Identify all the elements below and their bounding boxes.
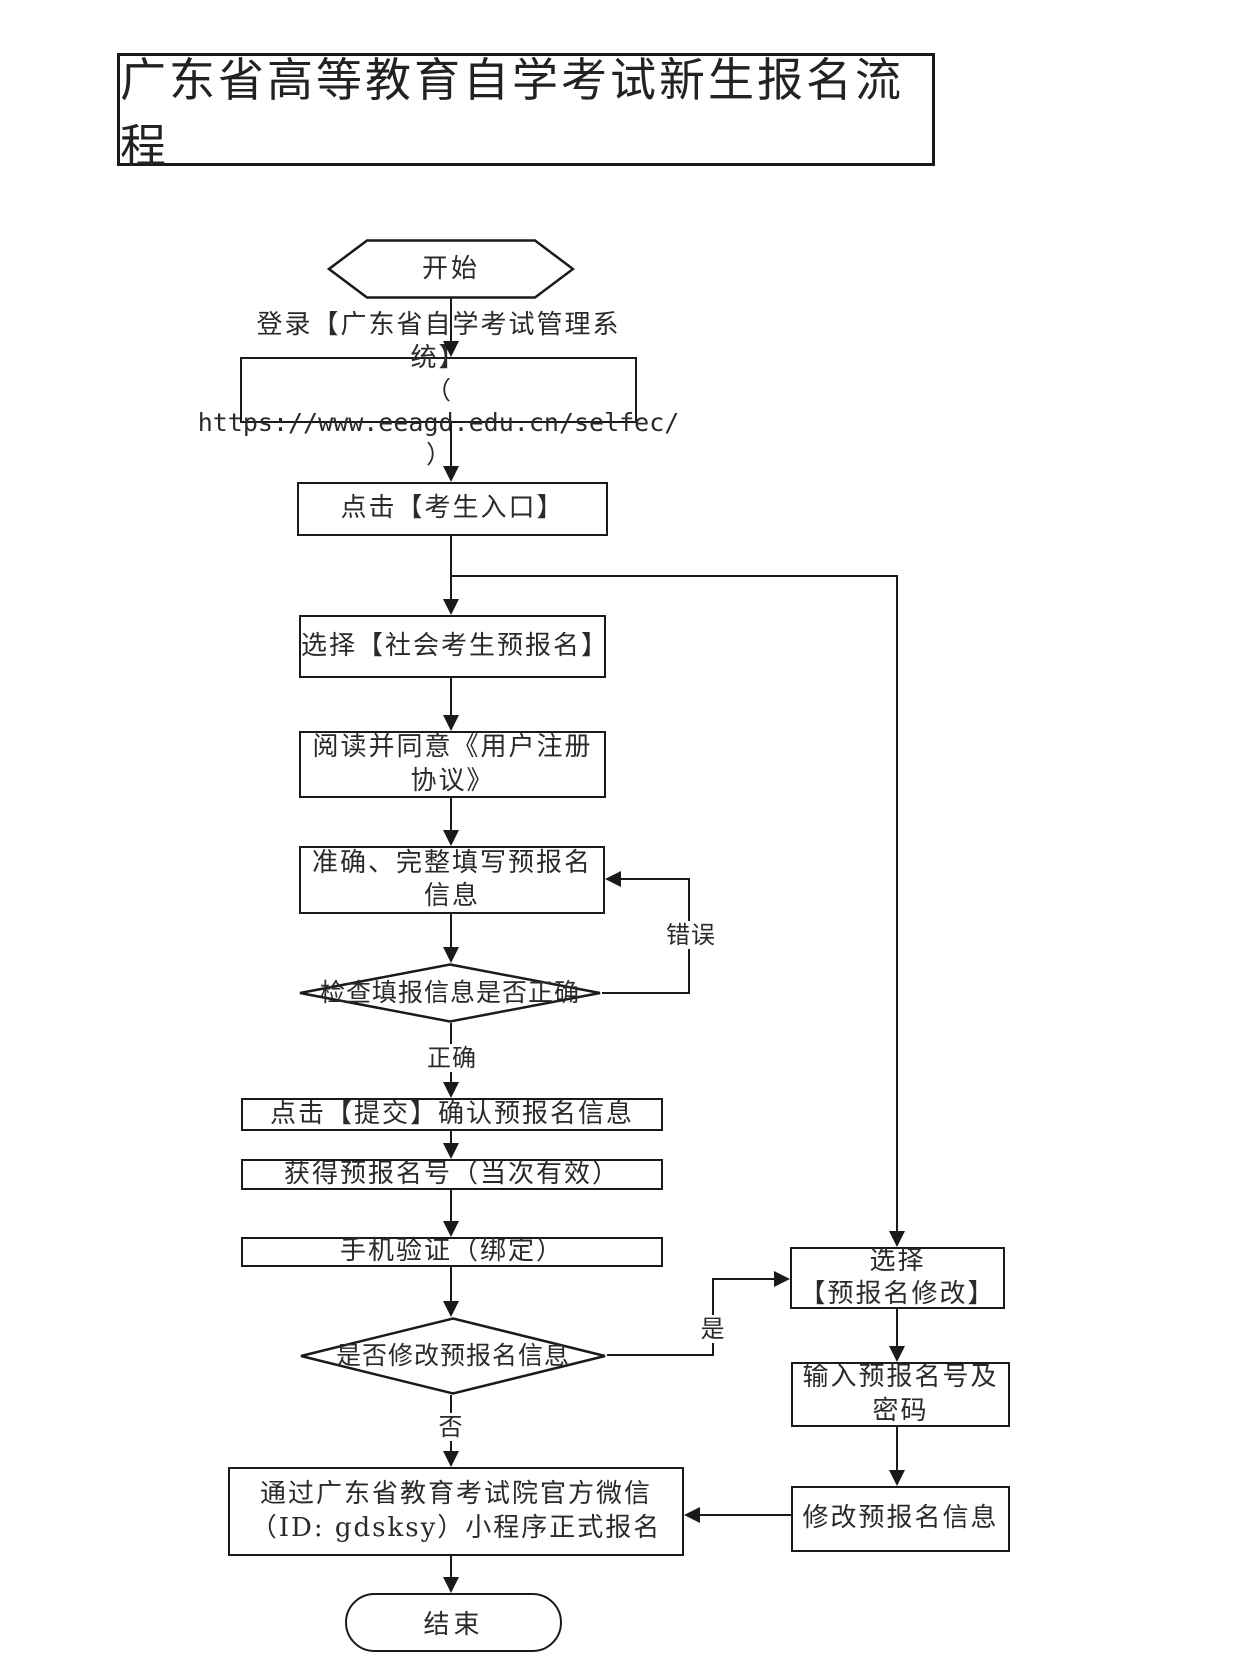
diagram-title-box: 广东省高等教育自学考试新生报名流程 [117,53,935,173]
wechat-line2: （ID: gdsksy）小程序正式报名 [250,1512,662,1543]
modify-decision-label: 是否修改预报名信息 [335,1341,570,1371]
connector-branch-horizontal [451,575,898,577]
input-credentials-line2: 密码 [872,1395,929,1426]
edge-label-error: 错误 [662,921,720,949]
arrowhead-end [443,1577,459,1593]
arrowhead-error-return [605,871,621,887]
arrowhead-fill [443,830,459,846]
choose-social-box: 选择【社会考生预报名】 [299,615,610,678]
diagram-title: 广东省高等教育自学考试新生报名流程 [120,52,904,173]
fill-info-label: 准确、完整填写预报名信息 [311,847,592,911]
diamond-shape [299,963,601,1023]
modify-info-box: 修改预报名信息 [791,1486,1010,1552]
start-label: 开始 [421,253,480,284]
choose-social-label: 选择【社会考生预报名】 [301,630,610,661]
edge-label-correct: 正确 [423,1044,481,1072]
agreement-box: 阅读并同意《用户注册协议》 [299,731,606,798]
hexagon-shape [327,239,575,299]
login-url: （ https://www.eeagd.edu.cn/selfec/ ） [197,376,680,470]
arrowhead-modifyinfo [889,1470,905,1486]
check-decision: 检查填报信息是否正确 [298,963,602,1023]
phone-box: 手机验证（绑定） [241,1236,663,1267]
choose-modify-line1: 选择 [869,1245,926,1276]
connector-login-entry [450,423,452,466]
input-credentials-line1: 输入预报名号及 [802,1362,999,1393]
arrowhead-modifyq [443,1301,459,1317]
connector-agreement-fill [450,798,452,830]
login-box: 登录【广东省自学考试管理系统】 （ https://www.eeagd.edu.… [198,310,680,470]
phone-label: 手机验证（绑定） [339,1236,564,1267]
arrowhead-number [443,1143,459,1159]
entry-box: 点击【考生入口】 [297,482,608,536]
connector-branch-vertical [896,575,898,1231]
connector-phone-modifyq [450,1267,452,1301]
connector-choose-agreement [450,678,452,715]
arrowhead-choose-modify [889,1231,905,1247]
end-label: 结束 [423,1610,484,1640]
number-box: 获得预报名号（当次有效） [241,1159,663,1190]
connector-choosemodify-input [896,1309,898,1346]
connector-yes-top [713,1278,774,1280]
arrowhead-login [443,341,459,357]
start-node: 开始 [327,239,575,299]
choose-modify-line2: 【预报名修改】 [799,1279,996,1309]
number-label: 获得预报名号（当次有效） [283,1158,620,1189]
modify-decision: 是否修改预报名信息 [299,1317,607,1395]
connector-input-modifyinfo [896,1427,898,1470]
edge-label-yes: 是 [696,1315,730,1343]
connector-error-top [621,878,690,880]
submit-box: 点击【提交】确认预报名信息 [241,1098,663,1131]
submit-label: 点击【提交】确认预报名信息 [269,1098,634,1129]
arrowhead-wechat [443,1451,459,1467]
diamond-shape [300,1317,606,1395]
entry-label: 点击【考生入口】 [340,493,565,524]
modify-info-label: 修改预报名信息 [802,1503,999,1534]
connector-fill-check [450,914,452,947]
arrowhead-agreement [443,715,459,731]
connector-modifyinfo-wechat [700,1514,791,1516]
end-node: 结束 [345,1593,562,1652]
wechat-line1: 通过广东省教育考试院官方微信 [259,1479,652,1510]
check-decision-label: 检查填报信息是否正确 [319,978,580,1008]
fill-info-box: 准确、完整填写预报名信息 [299,846,605,914]
wechat-box: 通过广东省教育考试院官方微信 （ID: gdsksy）小程序正式报名 [228,1467,684,1556]
arrowhead-input [889,1346,905,1362]
connector-number-phone [450,1190,452,1221]
arrowhead-wechat-return [684,1507,700,1523]
arrowhead-choose [443,599,459,615]
connector-start-login [450,298,452,341]
connector-error-bottom [602,992,690,994]
arrowhead-submit [443,1082,459,1098]
connector-submit-number [450,1131,452,1143]
connector-entry-choose [450,536,452,599]
login-line1: 登录【广东省自学考试管理系统】 [256,309,621,373]
arrowhead-yes [774,1271,790,1287]
input-credentials-box: 输入预报名号及 密码 [791,1362,1010,1427]
arrowhead-entry [443,466,459,482]
choose-modify-box: 选择 【预报名修改】 [790,1245,1005,1309]
arrowhead-phone [443,1221,459,1237]
edge-label-no: 否 [434,1413,468,1441]
agreement-label: 阅读并同意《用户注册协议》 [312,732,593,796]
arrowhead-check [443,947,459,963]
connector-wechat-end [450,1556,452,1577]
connector-yes-bottom [607,1354,714,1356]
